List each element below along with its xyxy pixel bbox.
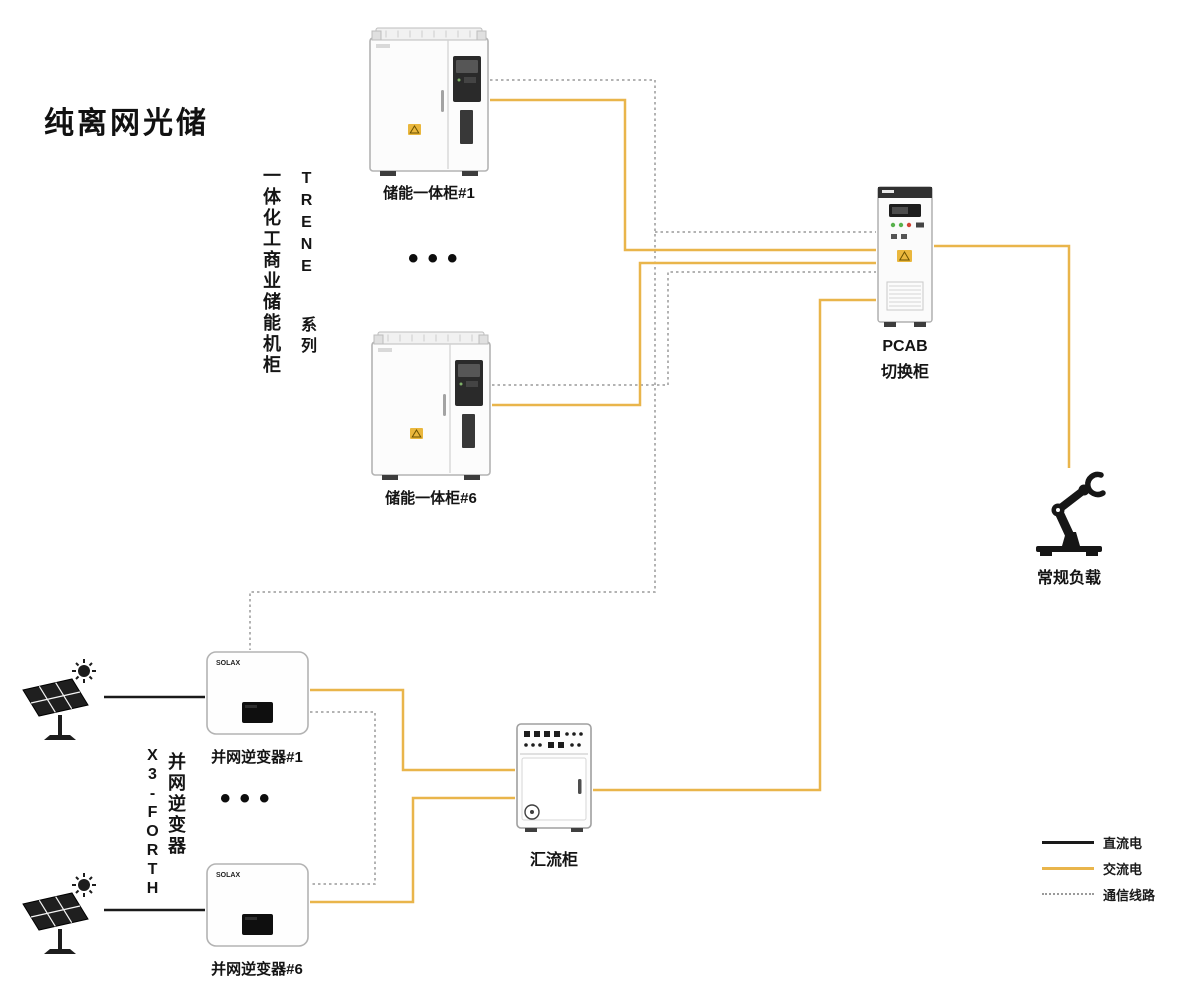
- legend-row-dc: 直流电: [1042, 834, 1155, 851]
- inverter-type-vertical-label: 并网逆变器: [166, 752, 186, 857]
- comm-legend-label: 通信线路: [1103, 887, 1156, 903]
- pcab-cabinet-icon: [876, 182, 934, 330]
- storage-ellipsis-dots: •••: [408, 242, 467, 275]
- pcab-label-line1: PCAB: [882, 338, 928, 355]
- wire-ac-inverter6-combiner: [310, 796, 515, 904]
- combiner-box-icon: [515, 722, 593, 834]
- storage-cabinet-6-icon: [370, 330, 492, 482]
- robot-arm-load-icon: [1028, 466, 1112, 558]
- inverter-ellipsis-dots: •••: [220, 782, 279, 815]
- inverter-1-label: 并网逆变器#1: [211, 749, 303, 766]
- inverter-brand-text: SOLAX: [216, 872, 240, 879]
- comm-line-swatch: [1042, 893, 1094, 895]
- solar-panel-1-icon: [20, 658, 105, 746]
- storage-cabinet-1-label: 储能一体柜#1: [383, 185, 475, 202]
- ac-legend-label: 交流电: [1103, 861, 1143, 877]
- inverter-6-icon: SOLAX: [205, 862, 310, 950]
- storage-cabinet-6-label: 储能一体柜#6: [385, 490, 477, 507]
- wire-ac-cabinet1-pcab: [490, 98, 876, 252]
- ac-line-swatch: [1042, 866, 1094, 870]
- series-latin: TRENE: [298, 170, 315, 280]
- storage-group-vertical-label-cn: 一体化工商业储能机柜: [261, 166, 281, 376]
- legend: 直流电 交流电 通信线路: [1042, 834, 1155, 912]
- inverter-1-icon: SOLAX: [205, 650, 310, 738]
- dc-line-swatch: [1042, 840, 1094, 844]
- dc-legend-label: 直流电: [1103, 835, 1143, 851]
- solar-panel-2-icon: [20, 872, 105, 960]
- storage-group-series-label: TRENE 系列: [298, 170, 315, 358]
- page-title: 纯离网光储: [44, 107, 209, 140]
- legend-row-comm: 通信线路: [1042, 886, 1156, 903]
- legend-row-ac: 交流电: [1042, 860, 1155, 877]
- series-cn: 系列: [298, 316, 315, 358]
- wire-comm-inverter-chain: [310, 711, 376, 885]
- inverter-brand-text: SOLAX: [216, 660, 240, 667]
- wire-ac-inverter1-combiner: [310, 688, 515, 772]
- wire-comm-cabinet6-pcab: [492, 271, 876, 386]
- wire-ac-pcab-load: [934, 244, 1071, 468]
- inverter-6-label: 并网逆变器#6: [211, 961, 303, 978]
- pcab-label-line2: 切换柜: [880, 364, 930, 381]
- storage-cabinet-1-icon: [368, 26, 490, 178]
- inverter-model-vertical-label: X3-FORTH: [144, 747, 161, 899]
- wire-ac-cabinet6-pcab: [492, 261, 876, 407]
- wire-ac-combiner-pcab: [593, 298, 876, 792]
- load-label: 常规负载: [1036, 570, 1102, 587]
- combiner-label: 汇流柜: [529, 852, 579, 869]
